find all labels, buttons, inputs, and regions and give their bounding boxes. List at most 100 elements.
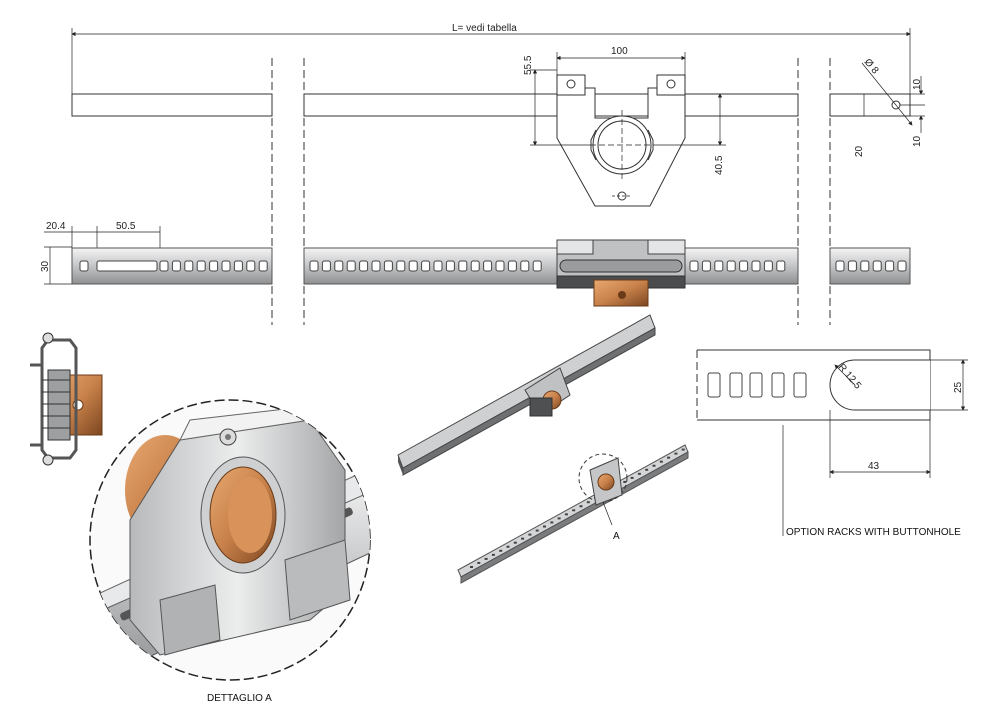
rack-slot xyxy=(739,260,749,272)
rack-slot xyxy=(221,260,231,272)
bar-height-side-label: 20 xyxy=(854,145,865,157)
iso-slot xyxy=(630,476,634,479)
option-slot xyxy=(749,372,763,398)
rack-slot xyxy=(346,260,356,272)
rack-slot xyxy=(433,260,443,272)
rack-slot xyxy=(458,260,468,272)
rack-slot xyxy=(507,260,517,272)
option-caption: OPTION RACKS WITH BUTTONHOLE xyxy=(786,527,961,538)
detail-a-view: DETTAGLIO A xyxy=(89,399,371,704)
long-slot xyxy=(96,260,158,272)
rack-slot xyxy=(763,260,773,272)
rack-slot xyxy=(689,260,699,272)
iso-slot xyxy=(659,460,663,463)
option-slot xyxy=(729,372,743,398)
hole-offset-bottom-label: 10 xyxy=(912,135,923,147)
iso-slot xyxy=(535,529,539,532)
iso-slot xyxy=(521,537,525,540)
option-slot xyxy=(707,372,721,398)
rack-slot xyxy=(872,260,882,272)
side-section-view xyxy=(30,332,103,466)
iso-slot xyxy=(557,517,561,520)
rack-slot xyxy=(371,260,381,272)
rack-slot xyxy=(532,260,542,272)
iso-slot xyxy=(484,557,488,560)
rack-bracket xyxy=(556,239,686,307)
rack-slot xyxy=(776,260,786,272)
rack-slot xyxy=(408,260,418,272)
iso-slot xyxy=(586,501,590,504)
view-marker-a: A xyxy=(613,531,620,542)
rack-slot xyxy=(897,260,907,272)
iso-slot xyxy=(564,513,568,516)
buttonhole-length-label: 43 xyxy=(868,461,880,472)
rack-slot xyxy=(520,260,530,272)
iso-slot xyxy=(623,480,627,483)
bracket-top-height-label: 55.5 xyxy=(523,55,534,75)
buttonhole-height-label: 25 xyxy=(953,381,964,393)
slot-pitch-label: 50.5 xyxy=(116,221,136,232)
isometric-view-lower: A xyxy=(457,444,689,584)
iso-slot xyxy=(667,456,671,459)
iso-slot xyxy=(572,509,576,512)
rack-slot xyxy=(79,260,89,272)
iso-slot xyxy=(477,561,481,564)
buttonhole xyxy=(829,359,930,411)
rack-slot xyxy=(495,260,505,272)
rack-slot xyxy=(483,260,493,272)
option-rack-slots xyxy=(707,372,807,398)
bracket-axis-height-label: 40.5 xyxy=(714,155,725,175)
detail-caption: DETTAGLIO A xyxy=(207,693,272,704)
overall-length-label: L= vedi tabella xyxy=(452,23,517,34)
hole-offset-top-label: 10 xyxy=(912,78,923,90)
rack-slot xyxy=(470,260,480,272)
rack-slot xyxy=(258,260,268,272)
rack-segment-right xyxy=(829,247,911,285)
iso-slot xyxy=(470,566,473,568)
iso-slot xyxy=(681,448,685,451)
isometric-view-upper xyxy=(397,314,656,476)
iso-slot xyxy=(543,525,546,528)
rack-view: 20.4 50.5 30 xyxy=(40,221,911,307)
rack-slot xyxy=(860,260,870,272)
bracket-width-label: 100 xyxy=(611,46,628,57)
rack-slot xyxy=(383,260,393,272)
rack-slot xyxy=(359,260,369,272)
rack-slot xyxy=(835,260,845,272)
rack-slot xyxy=(334,260,344,272)
rack-slot xyxy=(421,260,431,272)
iso-slot xyxy=(550,521,554,524)
top-view: L= vedi tabella xyxy=(71,23,925,325)
rack-slot xyxy=(196,260,206,272)
rack-slot xyxy=(714,260,724,272)
rack-slot xyxy=(209,260,219,272)
rack-slot xyxy=(751,260,761,272)
option-slot xyxy=(771,372,785,398)
rack-slot xyxy=(184,260,194,272)
rack-slot xyxy=(885,260,895,272)
iso-slot xyxy=(652,464,656,467)
rack-slot xyxy=(246,260,256,272)
iso-slot xyxy=(506,545,510,548)
rack-height-label: 30 xyxy=(40,260,51,272)
rack-slot xyxy=(396,260,406,272)
rack-slot xyxy=(726,260,736,272)
rack-slot xyxy=(847,260,857,272)
rack-slot xyxy=(309,260,319,272)
first-slot-offset-label: 20.4 xyxy=(46,221,66,232)
bar-segment-middle xyxy=(303,93,799,117)
rack-slots xyxy=(79,260,907,272)
rack-slot xyxy=(445,260,455,272)
iso-slot xyxy=(674,452,678,455)
iso-slot xyxy=(491,553,495,556)
iso-slot xyxy=(499,549,503,552)
iso-slot xyxy=(528,533,532,536)
iso-slot xyxy=(513,541,517,544)
bar-segment-left xyxy=(71,93,273,117)
iso-slot xyxy=(645,468,649,471)
iso-slot xyxy=(637,472,641,475)
rack-slot xyxy=(321,260,331,272)
rack-slot xyxy=(233,260,243,272)
option-slot xyxy=(793,372,807,398)
